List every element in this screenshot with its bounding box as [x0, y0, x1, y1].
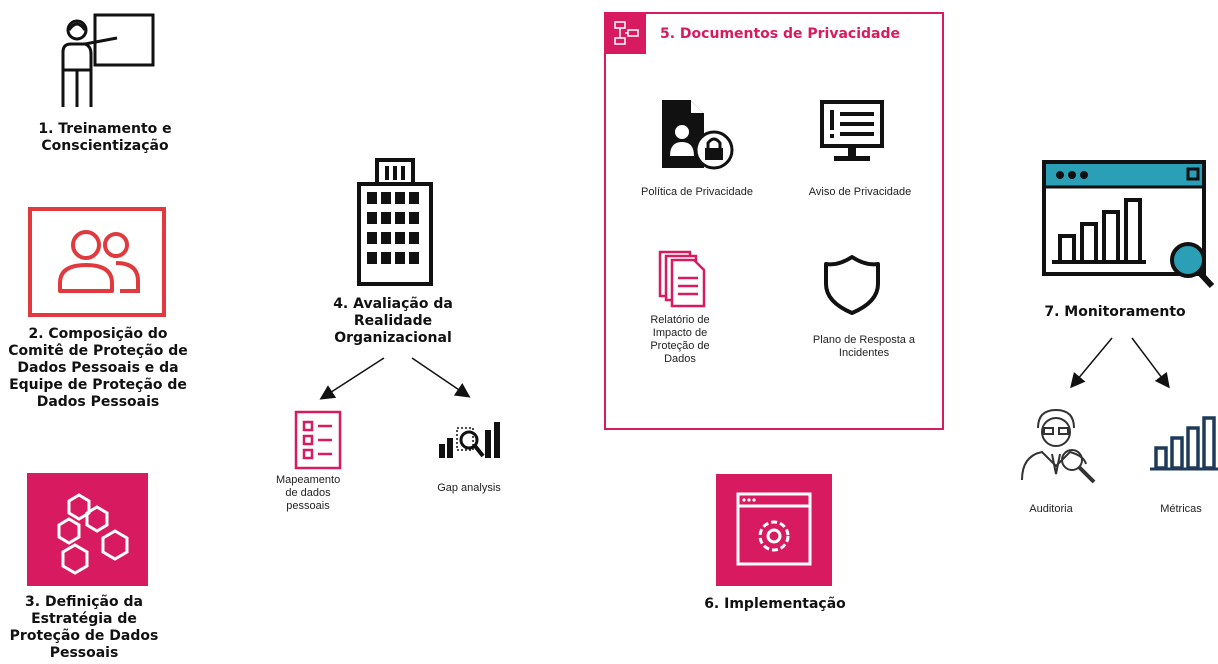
shield-icon — [824, 255, 880, 315]
step-6-title: 6. Implementação — [704, 596, 846, 612]
step-2-title: 2. Composição do Comitê de Proteção de D… — [8, 326, 188, 410]
dashboard-search-icon — [1042, 160, 1215, 289]
bar-chart-icon — [1150, 416, 1218, 471]
step-7-title: 7. Monitoramento — [1044, 304, 1186, 320]
gap-analysis-label: Gap analysis — [437, 482, 501, 494]
mapping-label: Mapeamento de dados pessoais — [276, 474, 341, 512]
policy-label: Política de Privacidade — [641, 186, 753, 198]
gap-analysis-icon — [439, 422, 500, 458]
step-5-title: 5. Documentos de Privacidade — [660, 26, 901, 42]
privacy-documents-panel: 5. Documentos de Privacidade Política de… — [604, 12, 944, 430]
step-1-title: 1. Treinamento e Conscientização — [38, 121, 172, 154]
ripd-label: Relatório de Impacto de Proteção de Dado… — [650, 314, 710, 365]
monitor-list-icon — [820, 100, 884, 161]
notice-label: Aviso de Privacidade — [808, 186, 912, 198]
audit-label: Auditoria — [1029, 503, 1073, 515]
step-3-title: 3. Definição da Estratégia de Proteção d… — [9, 594, 159, 661]
incident-label: Plano de Resposta a Incidentes — [812, 334, 916, 359]
lock-document-icon — [662, 100, 734, 170]
team-icon — [28, 207, 166, 317]
gear-window-icon — [716, 474, 832, 586]
flow-badge — [606, 14, 646, 54]
flow-icon — [614, 21, 639, 45]
step-4-title: 4. Avaliação da Realidade Organizacional — [333, 296, 453, 346]
presenter-icon — [61, 13, 155, 107]
documents-icon — [658, 250, 706, 308]
monitoring-arrows — [1070, 337, 1170, 389]
auditor-icon — [1021, 408, 1096, 484]
assessment-arrows — [319, 357, 471, 400]
hexagons-icon — [27, 473, 148, 586]
checklist-icon — [294, 410, 342, 470]
building-icon — [357, 158, 433, 286]
metrics-label: Métricas — [1160, 503, 1202, 515]
